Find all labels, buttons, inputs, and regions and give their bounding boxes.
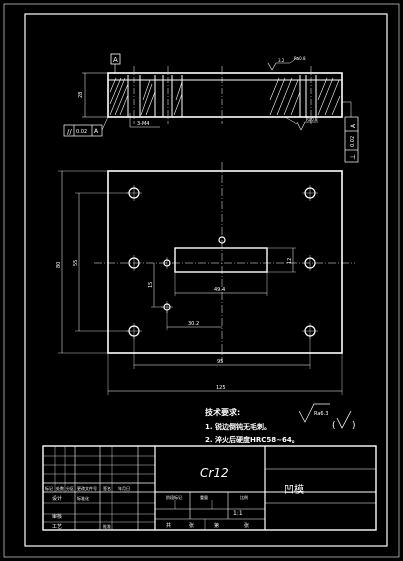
- dim-width-inner-text: 95: [217, 359, 223, 365]
- thread-callout: 3-M4: [137, 121, 149, 127]
- title-block: [42, 445, 377, 531]
- roughness-right-text: Ra0.8: [306, 117, 318, 122]
- tb-header-3: 分区: [66, 485, 74, 491]
- dim-pin-offset-x-text: 30.2: [188, 321, 199, 327]
- tb-mid-header-2: 重量: [200, 494, 208, 500]
- dim-width-inner: 95: [133, 336, 311, 369]
- technical-notes: 技术要求: 1. 锐边倒钝无毛刺。 2. 淬火后硬度HRC58~64。 Ra6.…: [205, 403, 356, 444]
- plan-center-lines: [94, 162, 355, 362]
- plan-view: 95 125 80 55 49.4: [56, 162, 355, 395]
- dim-slot-height-text: 12: [287, 258, 293, 264]
- part-name-text: 凹模: [284, 484, 304, 496]
- tb-row-review: 审核: [52, 513, 62, 520]
- dim-height-inner: 55: [73, 192, 129, 332]
- roughness-paren-close: ): [352, 421, 356, 431]
- tb-row-process: 工艺: [52, 524, 62, 530]
- roughness-default-text: Ra6.3: [314, 411, 328, 417]
- dim-slot-length-text: 49.4: [214, 287, 225, 293]
- parallelism-datum: A: [94, 128, 99, 135]
- perpendicularity-frame: A 0.02 ⊥: [342, 101, 359, 163]
- parallelism-frame: // 0.02 A: [63, 116, 109, 137]
- top-tol-value: 0.02: [350, 136, 356, 147]
- dim-pin-offset-x: 30.2: [166, 310, 222, 330]
- datum-a-box: [110, 53, 121, 65]
- dim-pin-offset-y: 15: [148, 263, 164, 308]
- section-center-lines: [133, 66, 312, 124]
- material-text: Cr12: [200, 466, 229, 480]
- svg-text:A: A: [350, 123, 357, 128]
- svg-text://: //: [67, 128, 72, 136]
- roughness-top-right: Ra0.8: [294, 56, 306, 61]
- note-item-2: 2. 淬火后硬度HRC58~64。: [205, 435, 299, 444]
- tb-label-approve: 批准: [103, 523, 111, 529]
- plate-outline: [107, 170, 343, 354]
- note-item-1: 1. 锐边倒钝无毛刺。: [205, 422, 271, 431]
- roughness-paren: (: [332, 421, 336, 431]
- sheet-inner-border: [24, 13, 388, 547]
- tb-header-2: 处数: [56, 485, 64, 491]
- dim-height-outer: 80: [56, 170, 108, 354]
- dim-pin-offset-y-text: 15: [148, 282, 154, 288]
- die-slot: [174, 247, 268, 273]
- roughness-top-left: 3.2: [278, 58, 285, 63]
- section-hatch: [109, 77, 341, 116]
- dim-slot-height: 12: [267, 247, 296, 273]
- height-dim-text: 28: [78, 92, 84, 98]
- dim-height-outer-text: 80: [56, 262, 62, 268]
- roughness-right: Ra0.8: [284, 116, 318, 131]
- section-hole-lines: [108, 75, 342, 117]
- parallelism-value: 0.02: [76, 129, 87, 135]
- notes-heading: 技术要求:: [205, 407, 240, 417]
- dim-height-inner-text: 55: [73, 260, 79, 266]
- tb-row-design: 设计: [52, 495, 62, 502]
- tb-mid-bottom-2: 张: [189, 522, 194, 529]
- tb-mid-bottom-1: 共: [166, 522, 171, 529]
- datum-a-label: A: [113, 56, 118, 64]
- scale-text: 1:1: [233, 510, 243, 517]
- svg-text:⊥: ⊥: [349, 154, 357, 160]
- roughness-default-symbol: [298, 403, 330, 423]
- tb-header-1: 标记: [45, 485, 53, 491]
- tb-label-standard: 标准化: [77, 495, 89, 501]
- dim-slot-length: 49.4: [174, 272, 268, 296]
- sheet-outer-border: [3, 3, 400, 558]
- pin-hole-top: [218, 236, 226, 244]
- roughness-top: 3.2 Ra0.8: [267, 56, 306, 71]
- tb-header-6: 年月日: [118, 485, 130, 491]
- dim-width-outer: 125: [107, 353, 343, 395]
- section-view: A 28 3-M4 // 0.02 A A 0.02 ⊥: [63, 53, 359, 163]
- section-outline: [107, 72, 343, 118]
- roughness-other-symbol: [336, 410, 352, 429]
- tb-header-5: 签名: [103, 485, 111, 491]
- tb-mid-header-1: 阶段标记: [166, 494, 182, 500]
- tb-header-4: 更改文件号: [77, 485, 97, 491]
- dim-width-outer-text: 125: [216, 385, 226, 391]
- tb-mid-header-3: 比例: [240, 494, 248, 500]
- tb-mid-bottom-4: 张: [244, 522, 249, 529]
- tb-mid-bottom-3: 第: [214, 522, 219, 529]
